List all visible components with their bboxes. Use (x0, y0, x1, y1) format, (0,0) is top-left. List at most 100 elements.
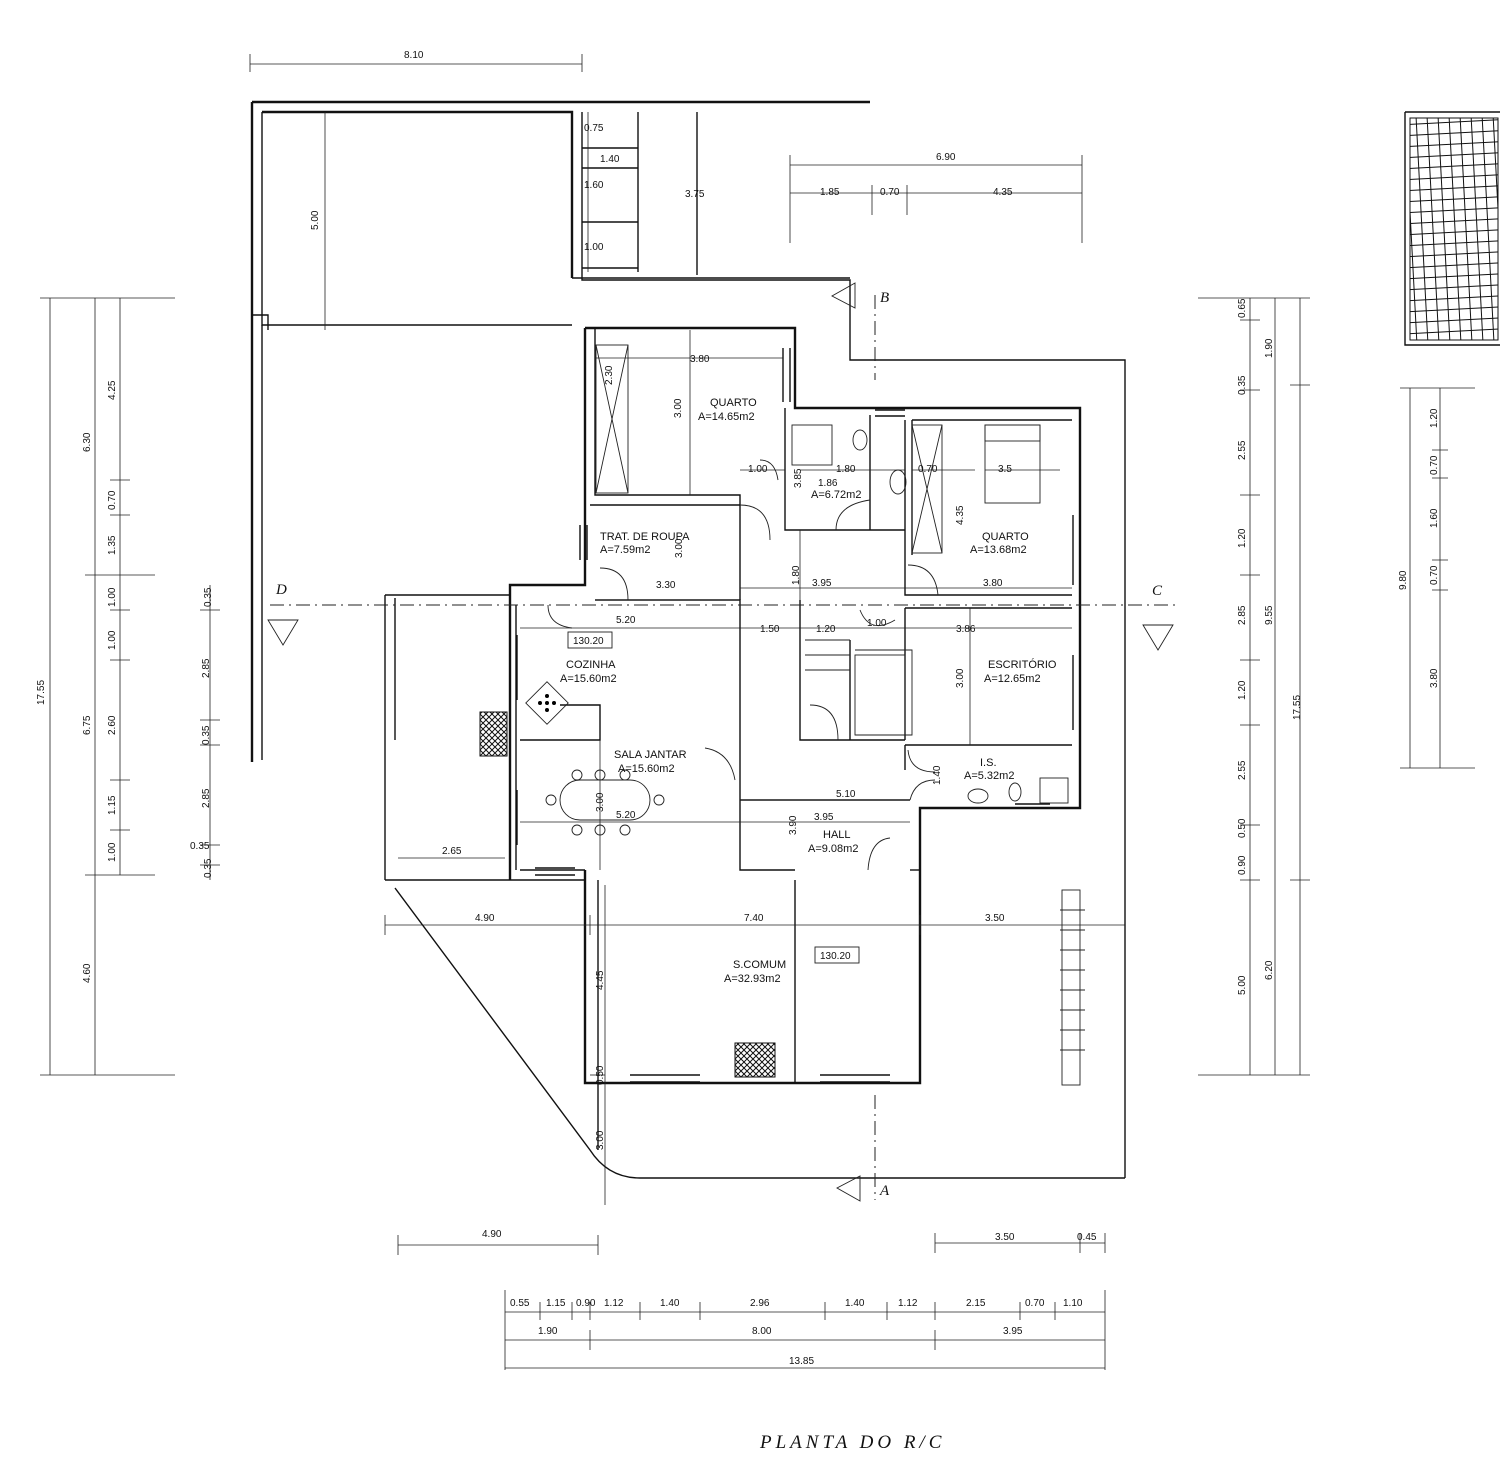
dim-int-9: 4.35 (955, 505, 966, 525)
dim-far-070b: 0.70 (1429, 565, 1440, 585)
dim-int-31: 4.45 (595, 970, 606, 990)
dim-left-425: 4.25 (107, 380, 118, 400)
dim-right-255a: 2.55 (1237, 440, 1248, 460)
dim-left-035d: 0.35 (203, 858, 214, 878)
dim-right-120b: 1.20 (1237, 680, 1248, 700)
level-tag-box-living (814, 946, 860, 964)
dim-int-4: 1.80 (836, 464, 856, 475)
dim-annex-375: 3.75 (685, 189, 705, 200)
dim-far-980: 9.80 (1398, 570, 1409, 590)
level-tag-living: 130.20 (820, 951, 851, 962)
dim-left-035a: 0.35 (203, 587, 214, 607)
dim-left-285a: 2.85 (201, 658, 212, 678)
dim-int-14: 3.80 (983, 578, 1003, 589)
dim-bot-7: 1.40 (660, 1298, 680, 1309)
dim-right-1755: 17.55 (1292, 695, 1303, 720)
dim-right-090: 0.90 (1237, 855, 1248, 875)
dim-left-285b: 2.85 (201, 788, 212, 808)
furniture (479, 117, 1499, 1086)
dim-annex-160: 1.60 (584, 180, 604, 191)
walls (250, 100, 1500, 1179)
dim-int-10: 3.00 (674, 538, 685, 558)
dim-left-135: 1.35 (107, 535, 118, 555)
dim-left-100b: 1.00 (107, 630, 118, 650)
room-name-hall: HALL (823, 829, 851, 841)
dim-int-1: 2.30 (604, 365, 615, 385)
windows (509, 348, 1081, 1083)
dim-int-15: 5.20 (616, 615, 636, 626)
room-name-sala-jantar: SALA JANTAR (614, 749, 687, 761)
room-name-quarto-2: QUARTO (982, 531, 1029, 543)
room-name-s-comum: S.COMUM (733, 959, 786, 971)
section-cuts: B C D A (267, 282, 1175, 1202)
section-mark-c: C (1152, 583, 1163, 599)
room-area-is: A=5.32m2 (964, 770, 1014, 782)
dim-left-675: 6.75 (82, 715, 93, 735)
dim-bot-11: 2.15 (966, 1298, 986, 1309)
dim-far-380: 3.80 (1429, 668, 1440, 688)
dim-right-050: 0.50 (1237, 818, 1248, 838)
dim-annex-140: 1.40 (600, 154, 620, 165)
level-tags: 130.20 130.20 (567, 631, 860, 964)
dim-right-120a: 1.20 (1237, 528, 1248, 548)
dim-left-260: 2.60 (107, 715, 118, 735)
dim-int-32: 0.50 (595, 1065, 606, 1085)
dim-top-435: 4.35 (993, 187, 1013, 198)
dim-bot-6: 1.12 (604, 1298, 624, 1309)
dim-annex-075: 0.75 (584, 123, 604, 134)
doors (547, 459, 939, 871)
dim-int-2: 3.00 (673, 398, 684, 418)
room-area-cozinha: A=15.60m2 (560, 673, 617, 685)
dim-right-620: 6.20 (1264, 960, 1275, 980)
room-labels: QUARTO A=14.65m2 TRAT. DE ROUPA A=7.59m2… (560, 397, 1057, 985)
dim-left-460: 4.60 (82, 963, 93, 983)
dim-bot-17: 13.85 (789, 1356, 814, 1367)
dimension-texts: 8.10 6.90 1.85 0.70 4.35 0.75 1.40 1.60 … (36, 50, 1440, 1367)
dim-int-5: 1.86 (818, 478, 838, 489)
dim-int-16: 1.50 (760, 624, 780, 635)
room-area-sala-jantar: A=15.60m2 (618, 763, 675, 775)
dim-right-035: 0.35 (1237, 375, 1248, 395)
dim-right-500: 5.00 (1237, 975, 1248, 995)
dim-annex-100: 1.00 (584, 242, 604, 253)
dim-bot-5: 0.90 (576, 1298, 596, 1309)
dim-int-27: 2.65 (442, 846, 462, 857)
room-area-trat-roupa: A=7.59m2 (600, 544, 650, 556)
dim-int-29: 7.40 (744, 913, 764, 924)
dim-int-26: 3.00 (595, 792, 606, 812)
dim-bot-14: 1.90 (538, 1326, 558, 1337)
dim-bot-9: 1.40 (845, 1298, 865, 1309)
dim-bot-2: 0.45 (1077, 1232, 1097, 1243)
dim-top-690: 6.90 (936, 152, 956, 163)
dim-bot-4: 1.15 (546, 1298, 566, 1309)
dim-bot-16: 3.95 (1003, 1326, 1023, 1337)
dim-far-070a: 0.70 (1429, 455, 1440, 475)
room-area-hall: A=9.08m2 (808, 843, 858, 855)
room-name-trat-roupa: TRAT. DE ROUPA (600, 531, 690, 543)
dim-left-035c: 0.35 (190, 841, 210, 852)
dim-int-23: 3.95 (814, 812, 834, 823)
room-area-quarto-1: A=14.65m2 (698, 411, 755, 423)
dim-right-955: 9.55 (1264, 605, 1275, 625)
dim-right-285: 2.85 (1237, 605, 1248, 625)
dim-int-8: 3.5 (998, 464, 1012, 475)
dim-int-33: 3.00 (595, 1130, 606, 1150)
dim-int-7: 0.70 (918, 464, 938, 475)
dim-bot-13: 1.10 (1063, 1298, 1083, 1309)
dim-left-115: 1.15 (107, 795, 118, 815)
dim-top-070: 0.70 (880, 187, 900, 198)
dim-bot-0: 4.90 (482, 1229, 502, 1240)
dim-int-6: 3.85 (793, 468, 804, 488)
dim-bot-12: 0.70 (1025, 1298, 1045, 1309)
dim-int-11: 3.30 (656, 580, 676, 591)
dim-int-30: 3.50 (985, 913, 1005, 924)
dim-int-18: 1.00 (867, 618, 887, 629)
level-tag-kitchen: 130.20 (573, 636, 604, 647)
dim-right-255b: 2.55 (1237, 760, 1248, 780)
dim-left-070: 0.70 (107, 490, 118, 510)
dim-int-13: 1.80 (791, 565, 802, 585)
dim-bot-1: 3.50 (995, 1232, 1015, 1243)
dim-far-160: 1.60 (1429, 508, 1440, 528)
dim-bot-10: 1.12 (898, 1298, 918, 1309)
dim-left-1755: 17.55 (36, 680, 47, 705)
